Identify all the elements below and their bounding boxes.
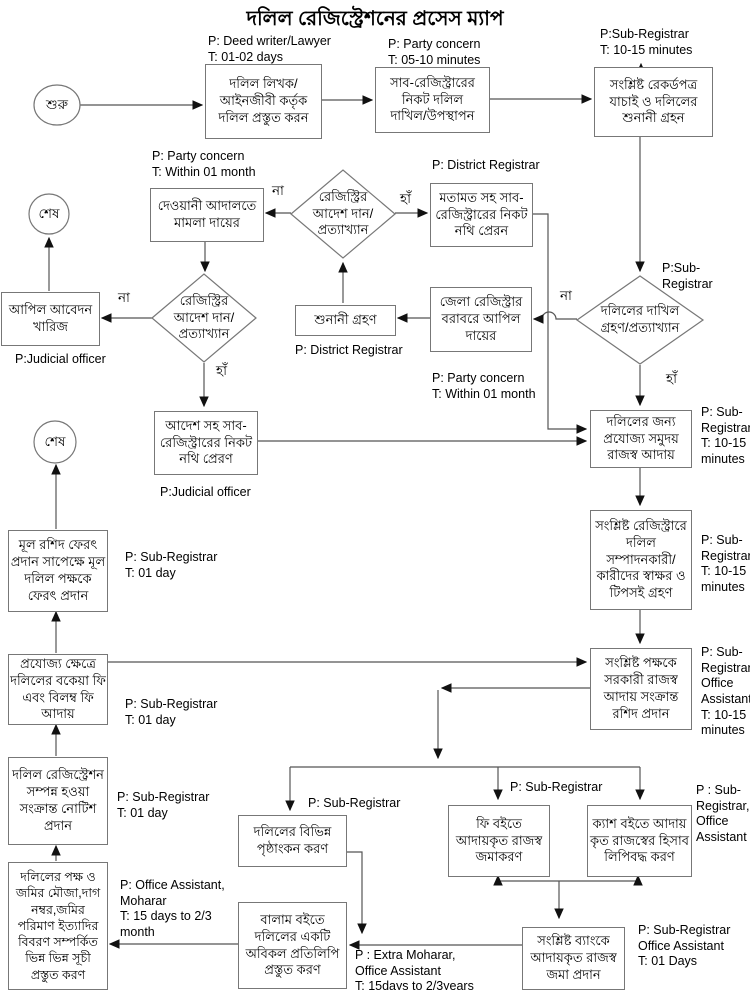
node-signatures: সংশ্লিষ্ট রেজিস্ট্রারে দলিল সম্পাদনকারী/… [590,510,692,610]
node-opinion-send: মতামত সহ সাব- রেজিস্ট্রারের নিকট নথি প্র… [430,183,533,247]
annotation-books: P: Sub-Registrar [510,780,603,794]
annotation-district-appeal: P: Party concern T: Within 01 month [432,371,536,401]
annotation-due-fees: P: Sub-Registrar T: 01 day [125,697,218,727]
shape-layer [28,84,705,464]
annotation-civil-court: P: Party concern T: Within 01 month [152,149,256,179]
node-collect-revenue: দলিলের জন্য প্রযোজ্য সমুদয় রাজস্ব আদায় [590,410,692,468]
node-end-return: শেষ [44,433,66,449]
page-title: দলিল রেজিস্ট্রেশনের প্রসেস ম্যাপ [246,8,504,30]
annotation-signatures: P: Sub- Registrar T: 10-15 minutes [701,533,750,594]
annotation-collect-revenue: P: Sub- Registrar T: 10-15 minutes [701,405,750,466]
node-end-appeal: শেষ [38,205,60,221]
edge-label-no-2: না [118,290,130,305]
start-terminator-shape [33,84,81,126]
node-district-appeal: জেলা রেজিস্ট্রার বরাবরে আপিল দায়ের [430,287,532,352]
annotation-verify-records: P:Sub-Registrar T: 10-15 minutes [600,27,693,57]
annotation-balam-book: P : Extra Moharar, Office Assistant T: 1… [355,948,474,990]
annotation-prepare-deed: P: Deed writer/Lawyer T: 01-02 days [208,34,331,64]
node-due-fees: প্রযোজ্য ক্ষেত্রে দলিলের বকেয়া ফি এবং ব… [8,654,108,725]
node-order-send: আদেশ সহ সাব- রেজিস্ট্রারের নিকট নথি প্রে… [154,411,258,475]
edge-label-no-1: না [272,183,284,198]
decision-submit-shape [575,275,705,365]
annotation-notice: P: Sub-Registrar T: 01 day [117,790,210,820]
flow-arrows [44,62,646,950]
node-appeal-dismiss: আপিল আবেদন খারিজ [1,292,100,346]
node-indexes: দলিলের পক্ষ ও জমির মৌজা,দাগ নম্বর,জমির প… [8,862,108,990]
node-return-deed: মূল রশিদ ফেরৎ প্রদান সাপেক্ষে মূল দলিল প… [8,530,108,612]
annotation-hearing: P: District Registrar [295,343,403,357]
edge-label-yes-3: হাঁ [666,371,678,386]
annotation-order-send: P:Judicial officer [160,485,251,499]
node-cash-book: ক্যাশ বইতে আদায় কৃত রাজস্বের হিসাব লিপি… [587,805,692,877]
annotation-opinion-send: P: District Registrar [432,158,540,172]
node-hearing: শুনানী গ্রহণ [295,305,396,336]
decision-registry-order-1-shape [290,169,396,259]
node-fee-book: ফি বইতে আদায়কৃত রাজস্ব জমাকরণ [448,805,550,877]
end-terminator-2-shape [33,420,77,464]
edge-label-yes-1: হাঁ [400,191,412,206]
annotation-submit-decision: P:Sub-Registrar [662,261,713,291]
node-submit-deed: সাব-রেজিস্ট্রারের নিকট দলিল দাখিল/উপস্থা… [375,67,490,133]
annotation-return-deed: P: Sub-Registrar T: 01 day [125,550,218,580]
node-bank-deposit: সংশ্লিষ্ট ব্যাংকে আদায়কৃত রাজস্ব জমা প্… [522,927,625,990]
decision-submit: দলিলের দাখিল গ্রহণ/প্রত্যাখ্যান [600,303,680,335]
end-terminator-1-shape [28,193,70,235]
node-civil-court: দেওয়ানী আদালতে মামলা দায়ের [150,188,264,242]
decision-registry-order-1: রেজিস্ট্রির আদেশ দান/ প্রত্যাখ্যান [312,188,374,238]
annotation-receipt: P: Sub- Registrar, Office Assistant T: 1… [701,645,750,738]
node-prepare-deed: দলিল লিখক/ আইনজীবী কর্তৃক দলিল প্রস্তুত … [205,64,322,139]
node-receipt: সংশ্লিষ্ট পক্ষকে সরকারী রাজস্ব আদায় সংক… [590,648,692,730]
annotation-submit-deed: P: Party concern T: 05-10 minutes [388,37,481,67]
annotation-appeal-dismiss: P:Judicial officer [15,352,106,366]
node-notice: দলিল রেজিস্ট্রেশন সম্পন্ন হওয়া সংক্রান্… [8,757,108,845]
node-start: শুরু [46,96,68,112]
edge-label-no-3: না [560,288,572,303]
annotation-indexes: P: Office Assistant, Moharar T: 15 days … [120,878,225,939]
decision-registry-order-2: রেজিস্ট্রির আদেশ দান/ প্রত্যাখ্যান [173,292,235,342]
decision-registry-order-2-shape [151,273,257,363]
annotation-endorsement: P: Sub-Registrar [308,796,401,810]
node-balam-book: বালাম বইতে দলিলের একটি অবিকল প্রতিলিপি প… [238,902,347,989]
edge-label-yes-2: হাঁ [216,363,228,378]
node-endorsement: দলিলের বিভিন্ন পৃষ্ঠাংকন করণ [238,815,347,867]
annotation-bank-deposit: P: Sub-Registrar Office Assistant T: 01 … [638,923,731,969]
annotation-cash-book: P : Sub- Registrar, Office Assistant [696,783,750,844]
node-verify-records: সংশ্লিষ্ট রেকর্ডপত্র যাচাই ও দলিলের শুনা… [594,67,713,137]
